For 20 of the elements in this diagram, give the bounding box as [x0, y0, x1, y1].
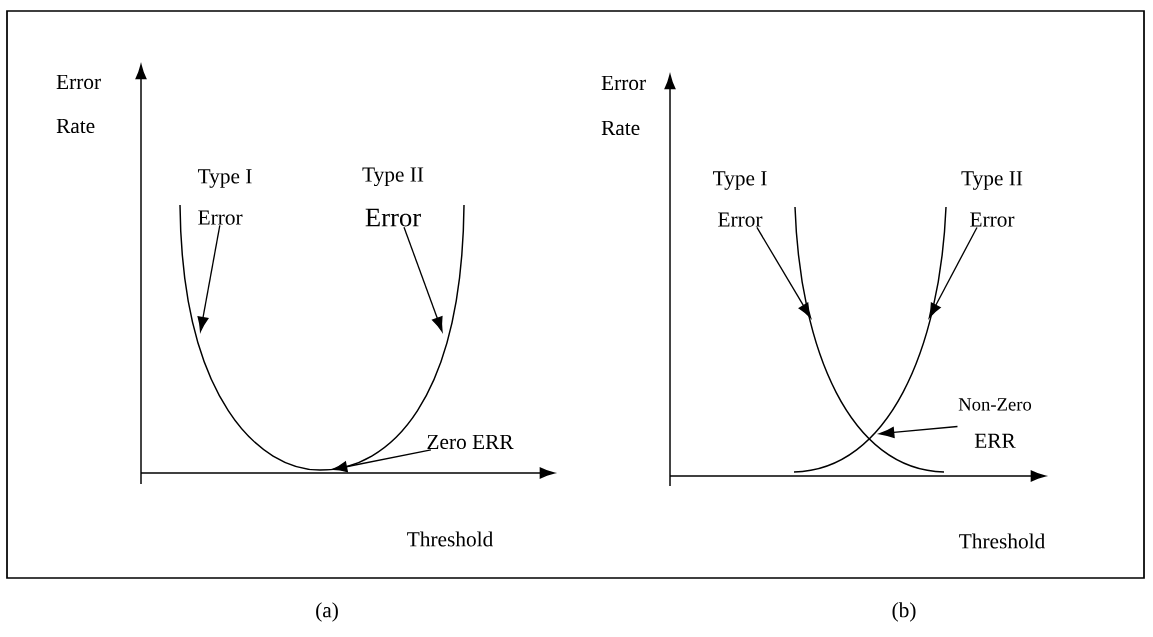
axis-label: Threshold [959, 533, 1045, 549]
curve-label: Non-Zero ERR [958, 398, 1032, 448]
curve-label: Type II Error [961, 171, 1023, 227]
axis-label: Threshold [407, 531, 493, 547]
axis-label: Rate [601, 120, 640, 136]
curve-label: Type II Error [362, 167, 424, 227]
leader-arrow [332, 449, 432, 473]
panel-label: (b) [892, 602, 916, 622]
curve-label: Type I Error [198, 169, 252, 225]
leader-arrow [197, 224, 221, 332]
axis-label: Error [601, 75, 646, 91]
axis-label: Error [56, 74, 101, 90]
leader-arrow [403, 226, 443, 332]
curve-label: Zero ERR [427, 434, 514, 450]
leader-arrow [879, 425, 959, 438]
leader-arrow [756, 226, 812, 319]
panel-label: (a) [316, 602, 338, 622]
leader-arrow [928, 226, 978, 319]
curve-label: Type I Error [713, 171, 767, 227]
axis-label: Rate [56, 118, 95, 134]
